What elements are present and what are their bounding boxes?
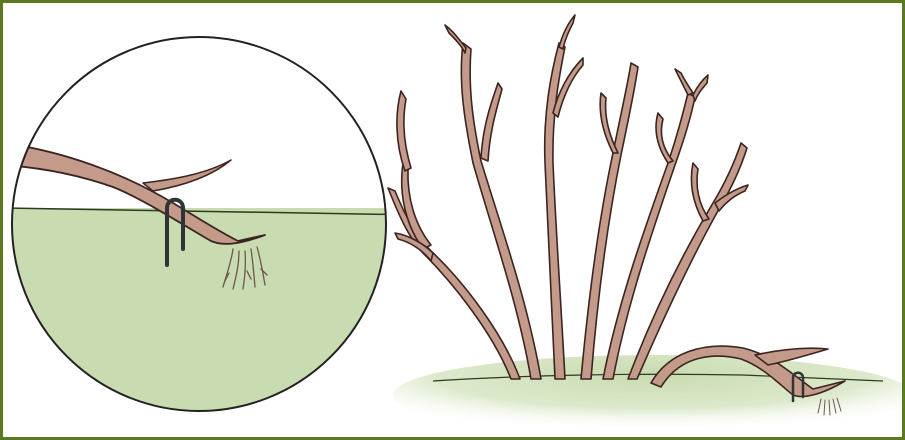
shrub-icon (388, 15, 845, 396)
ground-shadow (393, 355, 902, 435)
shrub-scene (388, 15, 902, 435)
layering-detail-circle (3, 37, 423, 437)
layering-illustration (3, 3, 902, 437)
